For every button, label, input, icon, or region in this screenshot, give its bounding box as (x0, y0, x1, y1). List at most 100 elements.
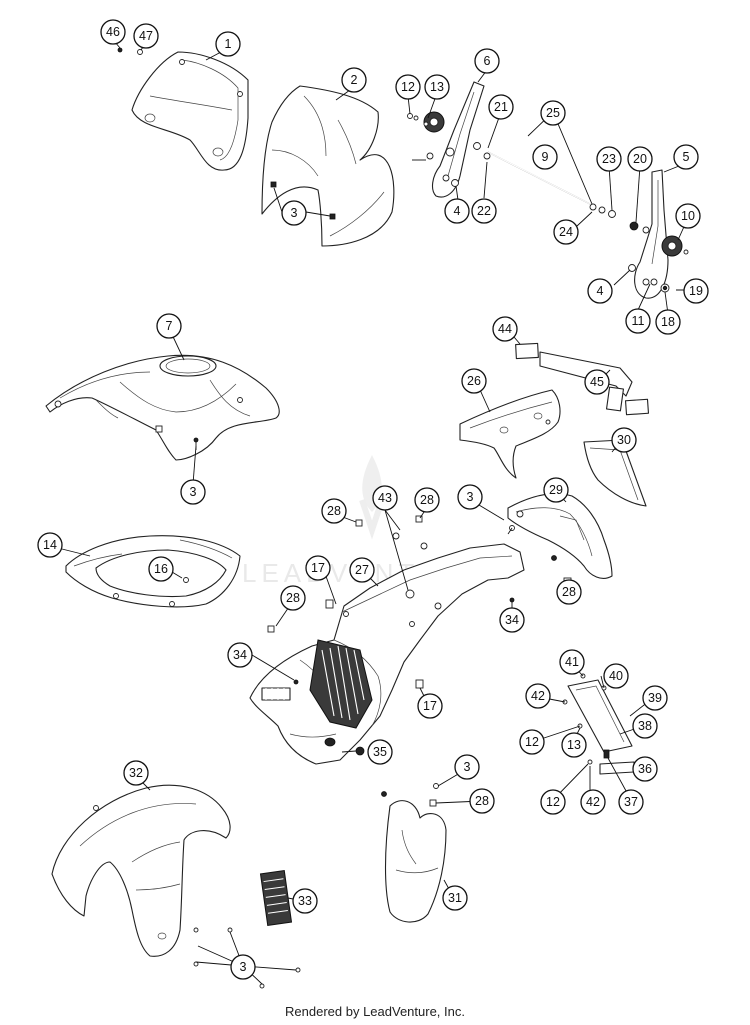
callout-label: 27 (355, 563, 369, 577)
callout-label: 47 (139, 29, 153, 43)
callout-1[interactable]: 1 (215, 31, 241, 57)
callout-13[interactable]: 13 (424, 74, 450, 100)
callout-17[interactable]: 17 (305, 555, 331, 581)
callout-28[interactable]: 28 (469, 788, 495, 814)
callout-25[interactable]: 25 (540, 100, 566, 126)
callout-label: 17 (423, 699, 437, 713)
callout-3[interactable]: 3 (230, 954, 256, 980)
callout-label: 13 (567, 738, 581, 752)
callout-24[interactable]: 24 (553, 219, 579, 245)
callout-label: 14 (43, 538, 57, 552)
callout-30[interactable]: 30 (611, 427, 637, 453)
callout-label: 3 (464, 760, 471, 774)
callout-label: 20 (633, 152, 647, 166)
callout-label: 28 (562, 585, 576, 599)
callout-12[interactable]: 12 (395, 74, 421, 100)
callout-label: 40 (609, 669, 623, 683)
callout-label: 42 (586, 795, 600, 809)
callout-35[interactable]: 35 (367, 739, 393, 765)
callout-label: 3 (240, 960, 247, 974)
callout-23[interactable]: 23 (596, 146, 622, 172)
callout-28[interactable]: 28 (556, 579, 582, 605)
callout-28[interactable]: 28 (321, 498, 347, 524)
callout-46[interactable]: 46 (100, 19, 126, 45)
callout-34[interactable]: 34 (227, 642, 253, 668)
callout-43[interactable]: 43 (372, 485, 398, 511)
reflector-part (259, 870, 293, 926)
callout-34[interactable]: 34 (499, 607, 525, 633)
callout-10[interactable]: 10 (675, 203, 701, 229)
callout-17[interactable]: 17 (417, 693, 443, 719)
callout-label: 26 (467, 374, 481, 388)
callout-29[interactable]: 29 (543, 477, 569, 503)
callout-11[interactable]: 11 (625, 308, 651, 334)
callout-label: 9 (542, 150, 549, 164)
callout-label: 38 (638, 719, 652, 733)
callout-label: 12 (525, 735, 539, 749)
callout-label: 6 (484, 54, 491, 68)
callout-label: 18 (661, 315, 675, 329)
license-bracket-part (515, 342, 650, 416)
callout-32[interactable]: 32 (123, 760, 149, 786)
callout-label: 7 (166, 319, 173, 333)
callout-7[interactable]: 7 (156, 313, 182, 339)
callout-26[interactable]: 26 (461, 368, 487, 394)
callout-label: 35 (373, 745, 387, 759)
callout-38[interactable]: 38 (632, 713, 658, 739)
callout-28[interactable]: 28 (414, 487, 440, 513)
headlight-mask-part (261, 85, 395, 247)
callout-3[interactable]: 3 (457, 484, 483, 510)
callout-label: 46 (106, 25, 120, 39)
callout-33[interactable]: 33 (292, 888, 318, 914)
callout-label: 28 (475, 794, 489, 808)
callout-14[interactable]: 14 (37, 532, 63, 558)
callout-5[interactable]: 5 (673, 144, 699, 170)
callout-2[interactable]: 2 (341, 67, 367, 93)
callout-4[interactable]: 4 (444, 198, 470, 224)
callout-label: 43 (378, 491, 392, 505)
left-bracket-part (412, 81, 491, 198)
callout-42[interactable]: 42 (525, 683, 551, 709)
callout-4[interactable]: 4 (587, 278, 613, 304)
callout-19[interactable]: 19 (683, 278, 709, 304)
callout-12[interactable]: 12 (519, 729, 545, 755)
rear-hugger-part (381, 783, 447, 923)
callout-18[interactable]: 18 (655, 309, 681, 335)
callout-label: 10 (681, 209, 695, 223)
callout-3[interactable]: 3 (454, 754, 480, 780)
callout-44[interactable]: 44 (492, 316, 518, 342)
callout-3[interactable]: 3 (281, 200, 307, 226)
callout-label: 28 (327, 504, 341, 518)
callout-20[interactable]: 20 (627, 146, 653, 172)
callout-6[interactable]: 6 (474, 48, 500, 74)
right-bracket-part (628, 169, 689, 299)
callout-40[interactable]: 40 (603, 663, 629, 689)
callout-36[interactable]: 36 (632, 756, 658, 782)
callout-12[interactable]: 12 (540, 789, 566, 815)
callout-31[interactable]: 31 (442, 885, 468, 911)
callout-28[interactable]: 28 (280, 585, 306, 611)
callout-label: 42 (531, 689, 545, 703)
callout-47[interactable]: 47 (133, 23, 159, 49)
callout-label: 28 (420, 493, 434, 507)
windscreen-part (131, 51, 249, 171)
callout-41[interactable]: 41 (559, 649, 585, 675)
callout-label: 11 (632, 314, 645, 328)
callout-label: 4 (454, 204, 461, 218)
callout-3[interactable]: 3 (180, 479, 206, 505)
callout-9[interactable]: 9 (532, 144, 558, 170)
callout-16[interactable]: 16 (148, 556, 174, 582)
callout-37[interactable]: 37 (618, 789, 644, 815)
callout-39[interactable]: 39 (642, 685, 668, 711)
callout-45[interactable]: 45 (584, 369, 610, 395)
callout-label: 12 (401, 80, 415, 94)
callout-22[interactable]: 22 (471, 198, 497, 224)
callout-13[interactable]: 13 (561, 732, 587, 758)
callout-21[interactable]: 21 (488, 94, 514, 120)
callout-label: 12 (546, 795, 560, 809)
panel-part (583, 439, 647, 507)
callout-27[interactable]: 27 (349, 557, 375, 583)
callout-42[interactable]: 42 (580, 789, 606, 815)
callout-label: 30 (617, 433, 631, 447)
